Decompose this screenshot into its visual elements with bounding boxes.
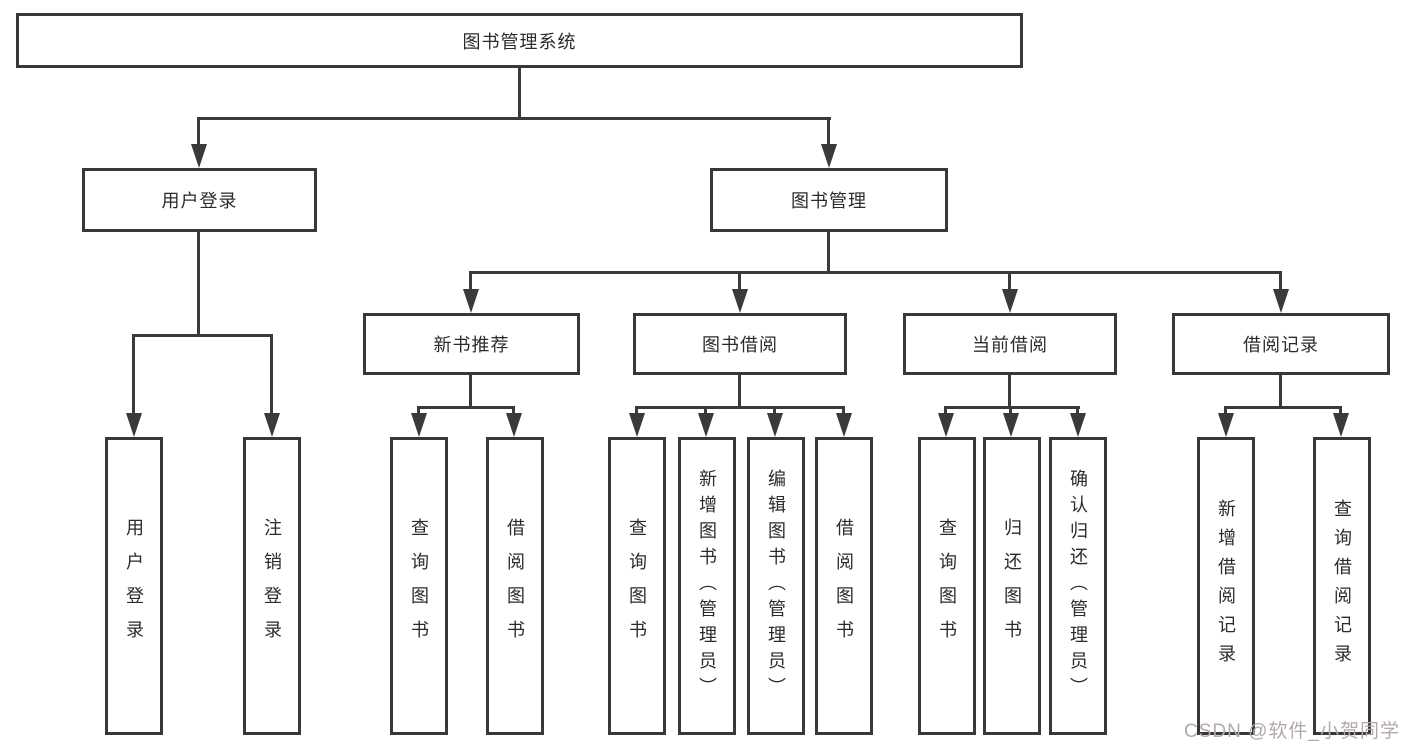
leaf-label: 编辑图书（管理员） (766, 469, 786, 703)
leaf-borrow-books: 借阅图书 (815, 437, 873, 735)
node-book-mgmt-label: 图书管理 (791, 191, 867, 211)
node-user-login: 用户登录 (82, 168, 317, 232)
edge-leaf (842, 406, 845, 418)
edge-loan-records-bus (1224, 406, 1342, 409)
arrowhead-leaf (836, 413, 852, 437)
edge-to-logout-leaf (270, 334, 273, 413)
edge-loan-records-stem (1279, 375, 1282, 408)
edge-current-loans-stem (1008, 375, 1011, 408)
leaf-add-loan-record: 新增借阅记录 (1197, 437, 1255, 735)
leaf-label: 注销登录 (262, 518, 282, 654)
node-root-label: 图书管理系统 (462, 31, 577, 52)
leaf-label: 借阅图书 (834, 518, 854, 654)
leaf-label: 借阅图书 (505, 518, 525, 654)
edge-to-borrowing (738, 271, 741, 291)
leaf-user-login: 用户登录 (105, 437, 163, 735)
node-borrowing-label: 图书借阅 (702, 335, 778, 355)
arrowhead-leaf (698, 413, 714, 437)
arrowhead-leaf (1003, 413, 1019, 437)
leaf-label: 新增图书（管理员） (697, 469, 717, 703)
edge-leaf (635, 406, 638, 418)
arrowhead-leaf (506, 413, 522, 437)
edge-to-book-mgmt (827, 117, 830, 150)
leaf-query-books: 查询图书 (390, 437, 448, 735)
edge-leaf (1009, 406, 1012, 418)
edge-to-login-leaf (132, 334, 135, 413)
leaf-confirm-return-admin: 确认归还（管理员） (1049, 437, 1107, 735)
leaf-label: 归还图书 (1002, 518, 1022, 654)
edge-borrowing-bus (635, 406, 845, 409)
edge-leaf (773, 406, 776, 418)
arrowhead-new-books (463, 289, 479, 313)
edge-leaf (704, 406, 707, 418)
leaf-borrow-books: 借阅图书 (486, 437, 544, 735)
edge-book-mgmt-stem (827, 232, 830, 272)
node-new-books-label: 新书推荐 (433, 335, 510, 355)
leaf-label: 查询图书 (937, 518, 957, 654)
arrowhead-borrowing (732, 289, 748, 313)
node-user-login-label: 用户登录 (161, 191, 238, 211)
edge-to-loan-records (1279, 271, 1282, 291)
edge-leaf (1076, 406, 1079, 418)
arrowhead-leaf (1333, 413, 1349, 437)
leaf-query-loan-record: 查询借阅记录 (1313, 437, 1371, 735)
edge-to-current-loans (1008, 271, 1011, 291)
node-loan-records-label: 借阅记录 (1243, 335, 1319, 355)
node-borrowing: 图书借阅 (633, 313, 847, 375)
edge-leaf (944, 406, 947, 418)
arrowhead-leaf (1070, 413, 1086, 437)
edge-root-stem (518, 68, 521, 118)
leaf-label: 确认归还（管理员） (1068, 469, 1088, 703)
csdn-watermark: CSDN @软件_小贺同学 (1184, 721, 1400, 742)
leaf-edit-books-admin: 编辑图书（管理员） (747, 437, 805, 735)
leaf-logout: 注销登录 (243, 437, 301, 735)
edge-to-user-login (197, 117, 200, 150)
edge-new-books-bus (417, 406, 515, 409)
arrowhead-current-loans (1002, 289, 1018, 313)
edge-leaf (512, 406, 515, 418)
arrowhead-leaf (938, 413, 954, 437)
arrowhead-loan-records (1273, 289, 1289, 313)
node-current-loans-label: 当前借阅 (972, 335, 1048, 355)
edge-new-books-stem (469, 375, 472, 408)
edge-user-login-bus (132, 334, 273, 337)
node-root: 图书管理系统 (16, 13, 1023, 68)
leaf-query-books: 查询图书 (918, 437, 976, 735)
leaf-label: 查询图书 (409, 518, 429, 654)
edge-leaf (417, 406, 420, 418)
edge-borrowing-stem (738, 375, 741, 408)
leaf-return-books: 归还图书 (983, 437, 1041, 735)
leaf-label: 新增借阅记录 (1216, 499, 1236, 673)
arrowhead-leaf (1218, 413, 1234, 437)
edge-to-new-books (469, 271, 472, 291)
edge-root-bus (197, 117, 831, 120)
arrowhead-leaf (411, 413, 427, 437)
edge-user-login-stem (197, 232, 200, 336)
arrowhead-leaf (629, 413, 645, 437)
leaf-add-books-admin: 新增图书（管理员） (678, 437, 736, 735)
arrowhead-login-leaf (126, 413, 142, 437)
arrowhead-book-mgmt (821, 144, 837, 168)
edge-leaf (1339, 406, 1342, 418)
leaf-query-books: 查询图书 (608, 437, 666, 735)
leaf-label: 用户登录 (124, 518, 144, 654)
node-new-books: 新书推荐 (363, 313, 580, 375)
edge-book-mgmt-bus (469, 271, 1281, 274)
leaf-label: 查询图书 (627, 518, 647, 654)
arrowhead-logout-leaf (264, 413, 280, 437)
node-book-mgmt: 图书管理 (710, 168, 948, 232)
node-current-loans: 当前借阅 (903, 313, 1117, 375)
node-loan-records: 借阅记录 (1172, 313, 1390, 375)
edge-leaf (1224, 406, 1227, 418)
arrowhead-user-login (191, 144, 207, 168)
leaf-label: 查询借阅记录 (1332, 499, 1352, 673)
arrowhead-leaf (767, 413, 783, 437)
edge-current-loans-bus (944, 406, 1080, 409)
